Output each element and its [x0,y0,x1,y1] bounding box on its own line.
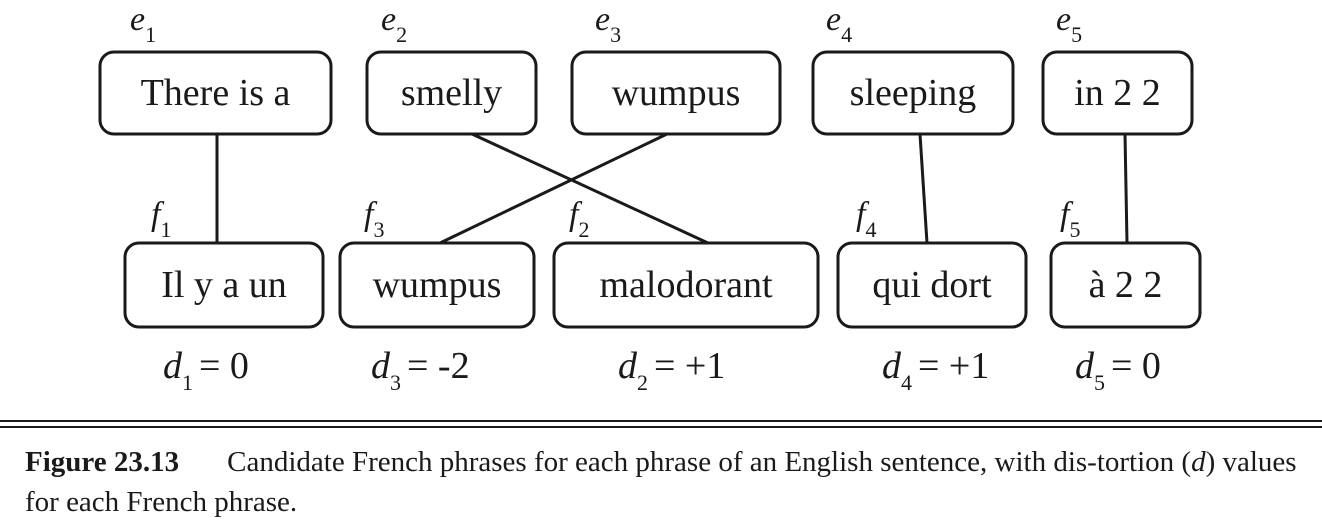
english-phrase-label: e3 [595,1,621,47]
french-phrase-box [123,241,325,329]
english-phrase-box [98,50,333,136]
french-phrase-text: Il y a un [161,264,287,306]
english-phrase-label: e4 [826,1,852,47]
english-phrase-box [570,50,782,136]
french-phrase-box [338,241,536,329]
french-phrase-box [1049,241,1202,329]
french-phrase-f2: malodorant f2 d2= +1 [552,196,820,395]
english-phrase-text: smelly [401,72,502,114]
english-phrase-e1: There is a e1 [98,1,333,136]
french-phrase-text: malodorant [599,264,773,306]
english-phrase-e3: wumpus e3 [570,1,782,136]
english-phrase-box [365,50,538,136]
caption-variable: d [1191,446,1206,478]
french-phrase-text: wumpus [373,264,502,306]
english-phrase-e2: smelly e2 [365,1,538,136]
alignment-edge-e2-f2 [471,132,709,245]
alignment-edge-e4-f4 [918,133,929,244]
caption-text-end: ) values for each French phrase. [25,446,1297,518]
caption-divider-top [0,420,1322,422]
phrase-alignment-diagram: There is a e1 smelly e2 wumpus e3 sleepi… [98,1,1202,395]
french-phrase-box [552,241,820,329]
french-phrase-f5: à 2 2 f5 d5= 0 [1049,196,1202,395]
french-phrase-label: f3 [364,196,384,242]
french-phrase-f3: wumpus f3 d3= -2 [338,196,536,395]
french-phrase-label: f5 [1060,196,1080,242]
english-phrase-text: sleeping [850,72,977,114]
english-phrase-e4: sleeping e4 [811,1,1015,136]
alignment-edges [215,132,1129,245]
french-phrase-text: à 2 2 [1089,264,1163,306]
english-phrase-label: e2 [381,1,407,47]
english-phrase-label: e5 [1056,1,1082,47]
french-phrase-f1: Il y a un f1 d1= 0 [123,196,325,395]
english-phrase-box [811,50,1015,136]
distortion-value: d3= -2 [371,345,470,395]
french-phrase-f4: qui dort f4 d4= +1 [836,196,1028,395]
french-phrase-label: f1 [151,196,171,242]
french-phrase-label: f4 [856,196,876,242]
french-phrase-box [836,241,1028,329]
english-phrase-text: wumpus [612,72,741,114]
caption-text-start: Candidate French phrases for each phrase… [227,446,1192,478]
french-phrase-text: qui dort [872,264,992,306]
alignment-edge-e5-f5 [1123,133,1129,244]
english-phrase-text: in 2 2 [1074,72,1161,114]
french-phrase-label: f2 [569,196,589,242]
distortion-value: d1= 0 [163,345,249,395]
figure-caption: Figure 23.13 Candidate French phrases for… [25,442,1300,522]
figure-label: Figure 23.13 [25,446,180,478]
distortion-value: d4= +1 [882,345,989,395]
english-phrase-box [1041,50,1194,136]
distortion-value: d2= +1 [618,345,725,395]
alignment-edge-e3-f3 [439,132,668,245]
caption-divider-bottom [0,426,1322,428]
english-phrase-text: There is a [141,72,291,114]
english-phrase-label: e1 [130,1,156,47]
distortion-value: d5= 0 [1075,345,1161,395]
english-phrase-e5: in 2 2 e5 [1041,1,1194,136]
